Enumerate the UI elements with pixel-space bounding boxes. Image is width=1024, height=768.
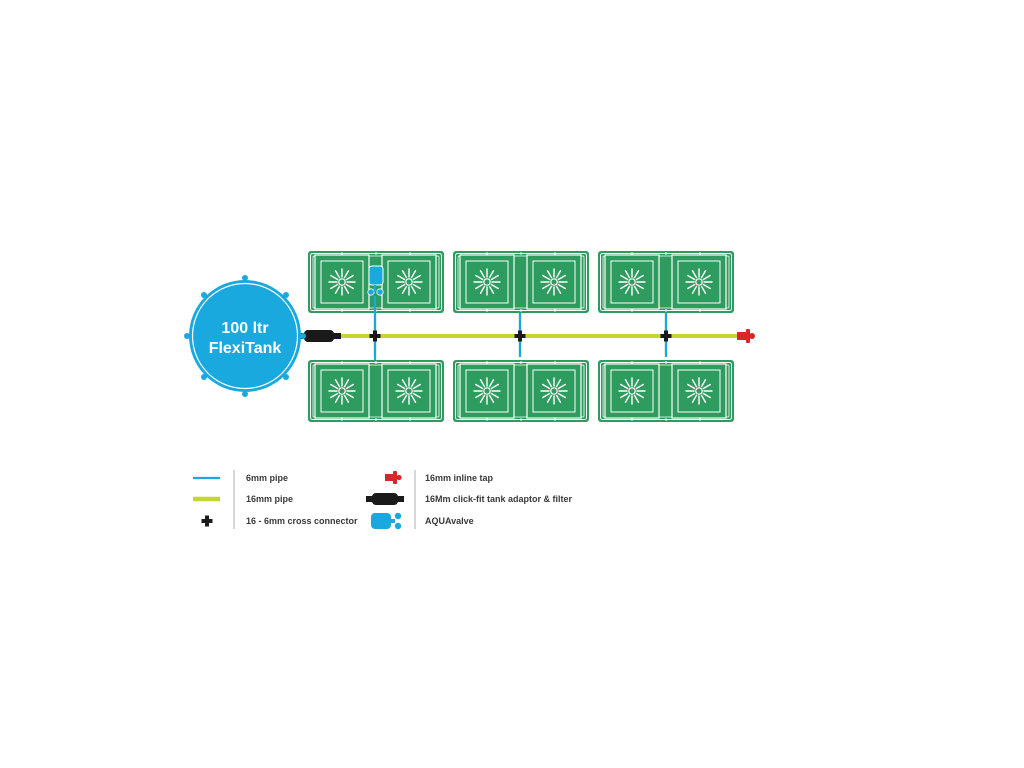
inline-tap (737, 329, 755, 343)
tank-adaptor-filter-icon (366, 493, 404, 505)
tray-bottom-1 (308, 360, 444, 422)
tray-bottom-3 (598, 360, 734, 422)
cross-connector-2 (514, 330, 526, 342)
legend-label-aquavalve: AQUAvalve (425, 516, 474, 526)
legend-label-6mm-pipe: 6mm pipe (246, 473, 288, 483)
aquavalve-icon (367, 265, 384, 296)
tray-bottom-2 (453, 360, 589, 422)
tray-top-2 (453, 251, 589, 313)
legend-label-inline-tap: 16mm inline tap (425, 473, 494, 483)
cross-connector-1 (369, 330, 381, 342)
tank-label-line2: FlexiTank (209, 340, 282, 357)
legend-label-cross-connector: 16 - 6mm cross connector (246, 516, 358, 526)
legend: 6mm pipe 16mm pipe 16 - 6mm cross connec… (193, 470, 573, 530)
aquavalve-icon (371, 512, 402, 530)
cross-connector-icon (201, 515, 213, 527)
tank-label-line1: 100 ltr (221, 320, 268, 337)
inline-tap-icon (385, 471, 402, 484)
tray-top-3 (598, 251, 734, 313)
legend-label-tank-adaptor-filter: 16Mm click-fit tank adaptor & filter (425, 494, 573, 504)
flexitank: 100 ltr FlexiTank (184, 275, 306, 397)
cross-connector-3 (660, 330, 672, 342)
legend-label-16mm-pipe: 16mm pipe (246, 494, 293, 504)
